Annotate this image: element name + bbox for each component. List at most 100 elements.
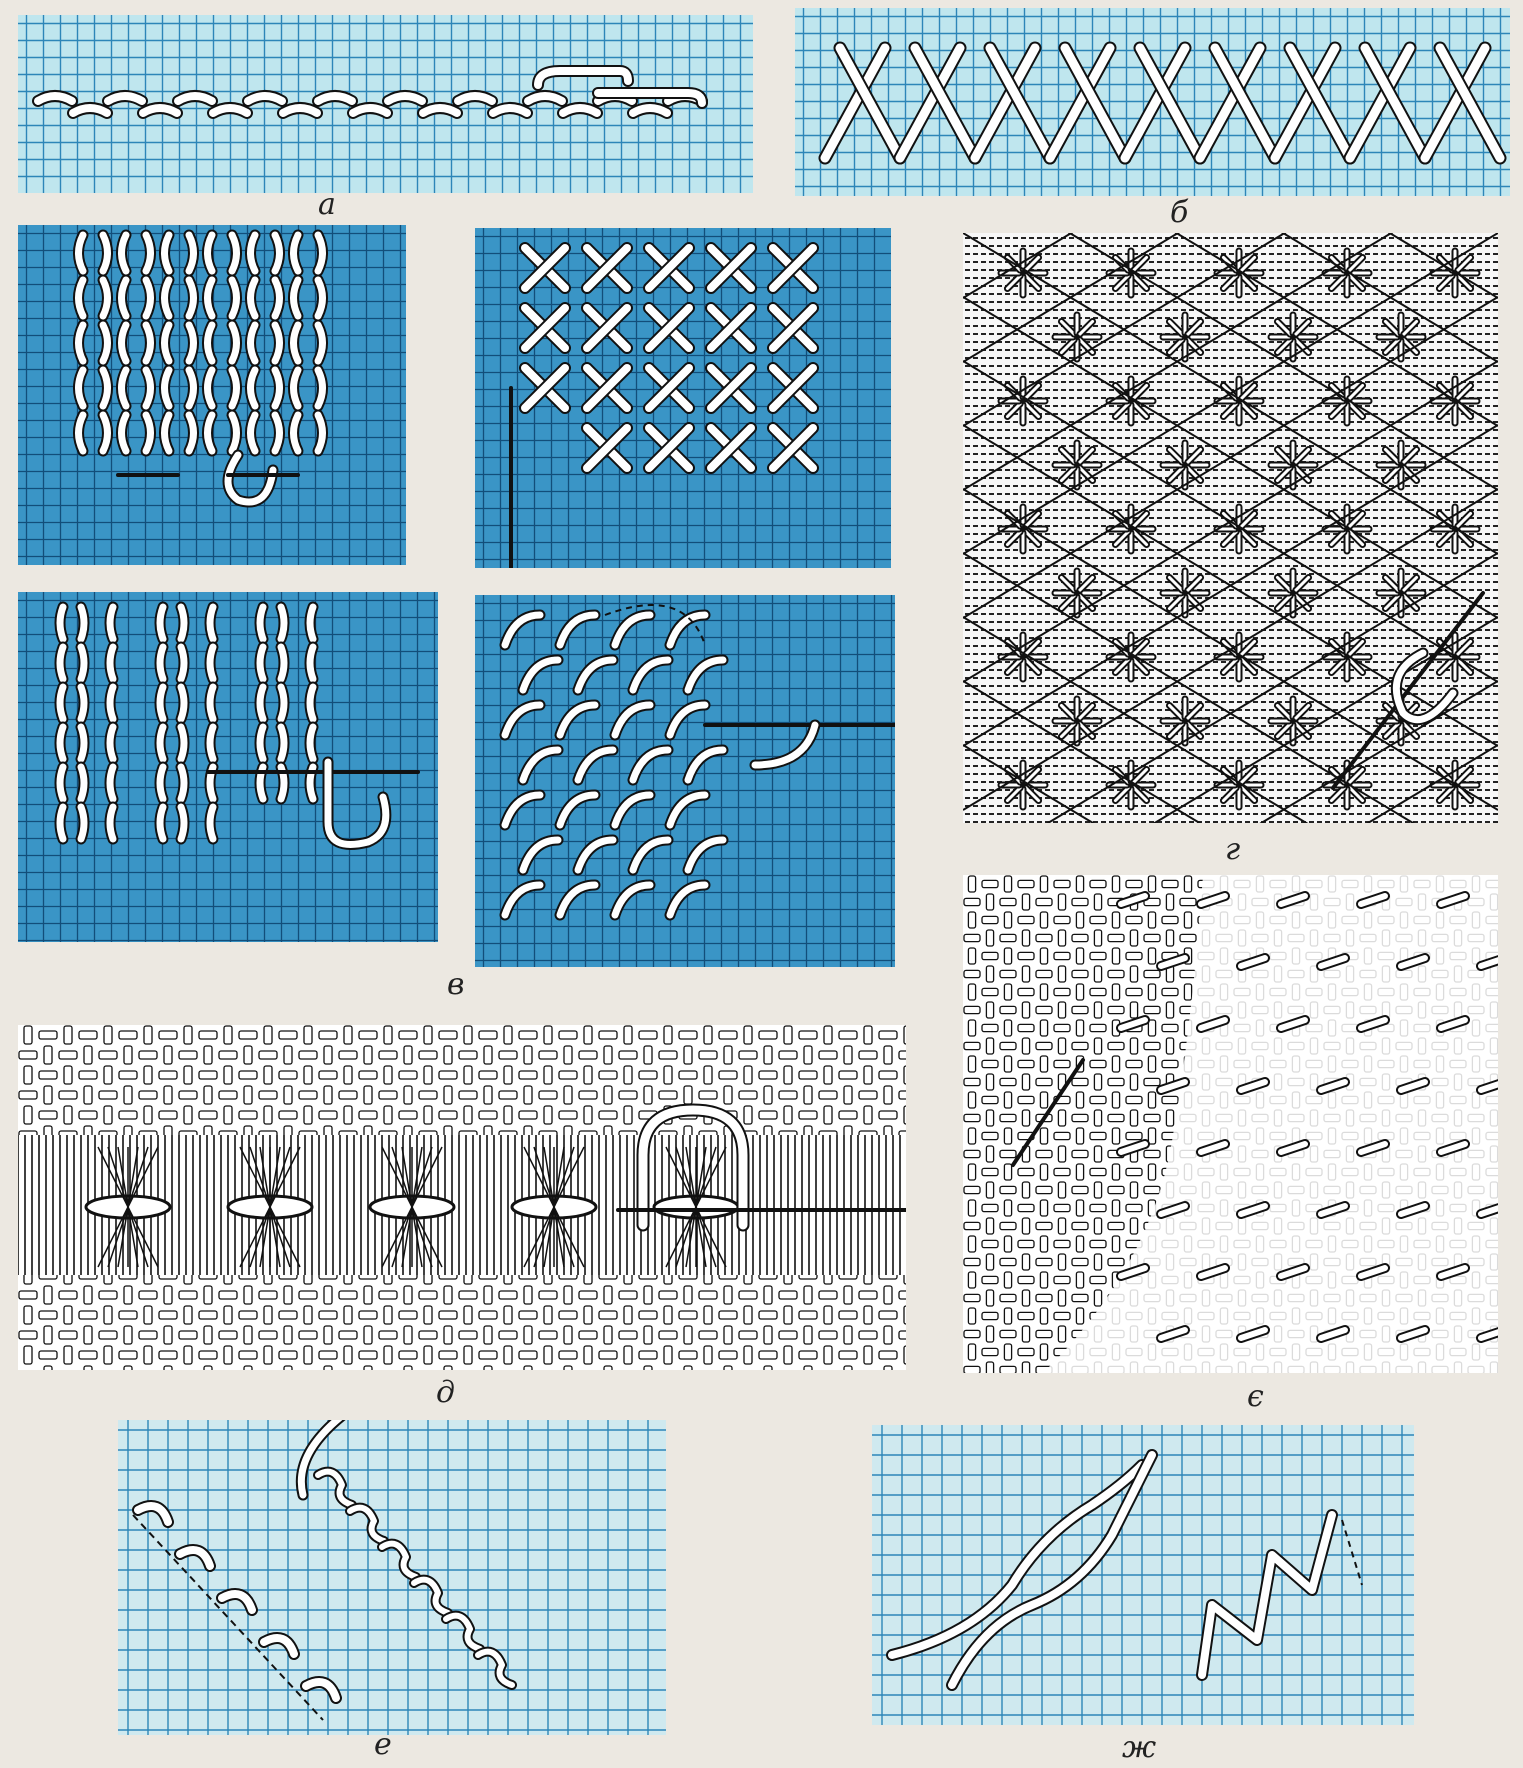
caption-e: е xyxy=(374,1730,392,1760)
star-eyelet xyxy=(1001,379,1045,423)
satin-stitch xyxy=(181,727,184,759)
panel-d xyxy=(18,1025,906,1370)
star-eyelet xyxy=(1325,251,1369,295)
panel-a xyxy=(18,15,753,193)
satin-stitch xyxy=(60,767,63,799)
satin-stitch xyxy=(81,647,84,679)
star-eyelet xyxy=(1109,763,1153,807)
star-eyelet xyxy=(1001,507,1045,551)
satin-stitch xyxy=(281,727,284,759)
satin-stitch xyxy=(260,727,263,759)
panel-v3 xyxy=(18,592,438,942)
panel-zh xyxy=(872,1425,1414,1725)
satin-stitch xyxy=(181,647,184,679)
star-eyelet xyxy=(1379,315,1423,359)
satin-stitch xyxy=(160,727,163,759)
satin-stitch xyxy=(181,807,184,839)
star-eyelet xyxy=(1325,635,1369,679)
panel-g xyxy=(963,233,1498,823)
star-eyelet xyxy=(1109,251,1153,295)
satin-stitch xyxy=(181,767,184,799)
satin-stitch xyxy=(110,647,113,679)
star-eyelet xyxy=(1271,571,1315,615)
star-eyelet xyxy=(1109,379,1153,423)
caption-zh: ж xyxy=(1122,1733,1156,1763)
satin-stitch xyxy=(110,807,113,839)
satin-stitch xyxy=(281,687,284,719)
stitch-diagram-v2 xyxy=(475,228,891,568)
panel-b xyxy=(795,8,1510,196)
star-eyelet xyxy=(1271,315,1315,359)
star-eyelet xyxy=(1217,379,1261,423)
satin-stitch xyxy=(110,767,113,799)
satin-stitch xyxy=(210,807,213,839)
satin-stitch xyxy=(181,687,184,719)
star-eyelet xyxy=(1163,443,1207,487)
satin-stitch xyxy=(60,647,63,679)
star-eyelet xyxy=(1163,571,1207,615)
satin-stitch xyxy=(60,807,63,839)
stitch-diagram-a xyxy=(18,15,753,193)
satin-stitch xyxy=(281,647,284,679)
caption-ye: є xyxy=(1247,1382,1264,1412)
satin-stitch xyxy=(110,687,113,719)
satin-stitch xyxy=(81,607,84,639)
satin-stitch xyxy=(160,687,163,719)
satin-stitch xyxy=(160,607,163,639)
satin-stitch xyxy=(310,727,313,759)
star-eyelet xyxy=(1379,571,1423,615)
star-eyelet xyxy=(1217,763,1261,807)
satin-stitch xyxy=(210,727,213,759)
star-eyelet xyxy=(1055,443,1099,487)
stitch-diagram-b xyxy=(795,8,1510,196)
star-eyelet xyxy=(1325,379,1369,423)
stitch-diagram-ye xyxy=(963,875,1498,1373)
star-eyelet xyxy=(1055,315,1099,359)
panel-ye xyxy=(963,875,1498,1373)
star-eyelet xyxy=(1109,507,1153,551)
star-eyelet xyxy=(1163,699,1207,743)
stitch-diagram-g xyxy=(963,233,1498,823)
satin-stitch xyxy=(160,807,163,839)
stitch-diagram-v3 xyxy=(18,592,438,942)
stitch-diagram-e xyxy=(118,1420,666,1735)
satin-stitch xyxy=(110,727,113,759)
star-eyelet xyxy=(1163,315,1207,359)
satin-stitch xyxy=(60,687,63,719)
satin-stitch xyxy=(81,767,84,799)
satin-stitch xyxy=(281,607,284,639)
caption-v: в xyxy=(447,970,464,1000)
satin-stitch xyxy=(310,687,313,719)
star-eyelet xyxy=(1001,251,1045,295)
stitch-diagram-zh xyxy=(872,1425,1414,1725)
panel-v4 xyxy=(475,595,895,967)
satin-stitch xyxy=(310,607,313,639)
satin-stitch xyxy=(210,687,213,719)
star-eyelet xyxy=(1217,635,1261,679)
star-eyelet xyxy=(1325,507,1369,551)
satin-stitch xyxy=(160,647,163,679)
star-eyelet xyxy=(1271,699,1315,743)
satin-stitch xyxy=(260,607,263,639)
stitch-diagram-v1 xyxy=(18,225,406,565)
star-eyelet xyxy=(1109,635,1153,679)
satin-stitch xyxy=(260,647,263,679)
star-eyelet xyxy=(1055,699,1099,743)
star-eyelet xyxy=(1217,251,1261,295)
stitch-diagram-v4 xyxy=(475,595,895,967)
star-eyelet xyxy=(1001,635,1045,679)
caption-a: а xyxy=(318,190,336,220)
satin-stitch xyxy=(181,607,184,639)
star-eyelet xyxy=(1217,507,1261,551)
satin-stitch xyxy=(260,687,263,719)
caption-d: д xyxy=(436,1378,455,1408)
satin-stitch xyxy=(60,727,63,759)
panel-v1 xyxy=(18,225,406,565)
satin-stitch xyxy=(81,807,84,839)
satin-stitch xyxy=(310,647,313,679)
stitch-diagram-d xyxy=(18,1025,906,1370)
star-eyelet xyxy=(1055,571,1099,615)
satin-stitch xyxy=(81,727,84,759)
satin-stitch xyxy=(160,767,163,799)
satin-stitch xyxy=(210,647,213,679)
